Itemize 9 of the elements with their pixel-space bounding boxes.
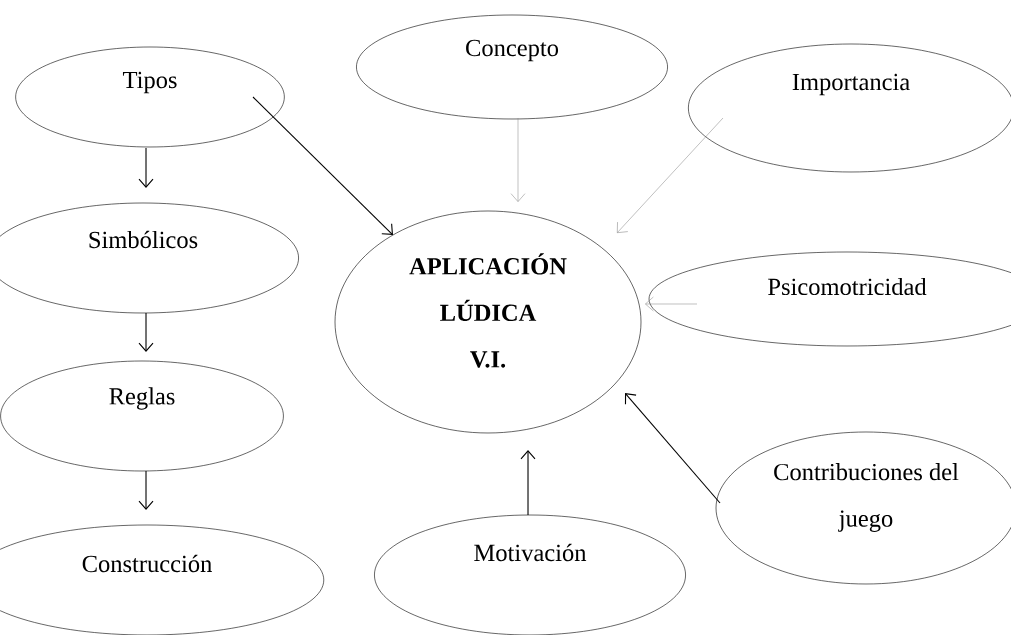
arrow [624,393,721,504]
arrow [645,296,698,312]
arrow [138,312,154,352]
arrow [138,147,154,188]
arrow [252,96,393,235]
arrow [520,450,536,516]
arrow [617,117,724,233]
arrow [138,470,154,510]
arrow [510,117,526,202]
